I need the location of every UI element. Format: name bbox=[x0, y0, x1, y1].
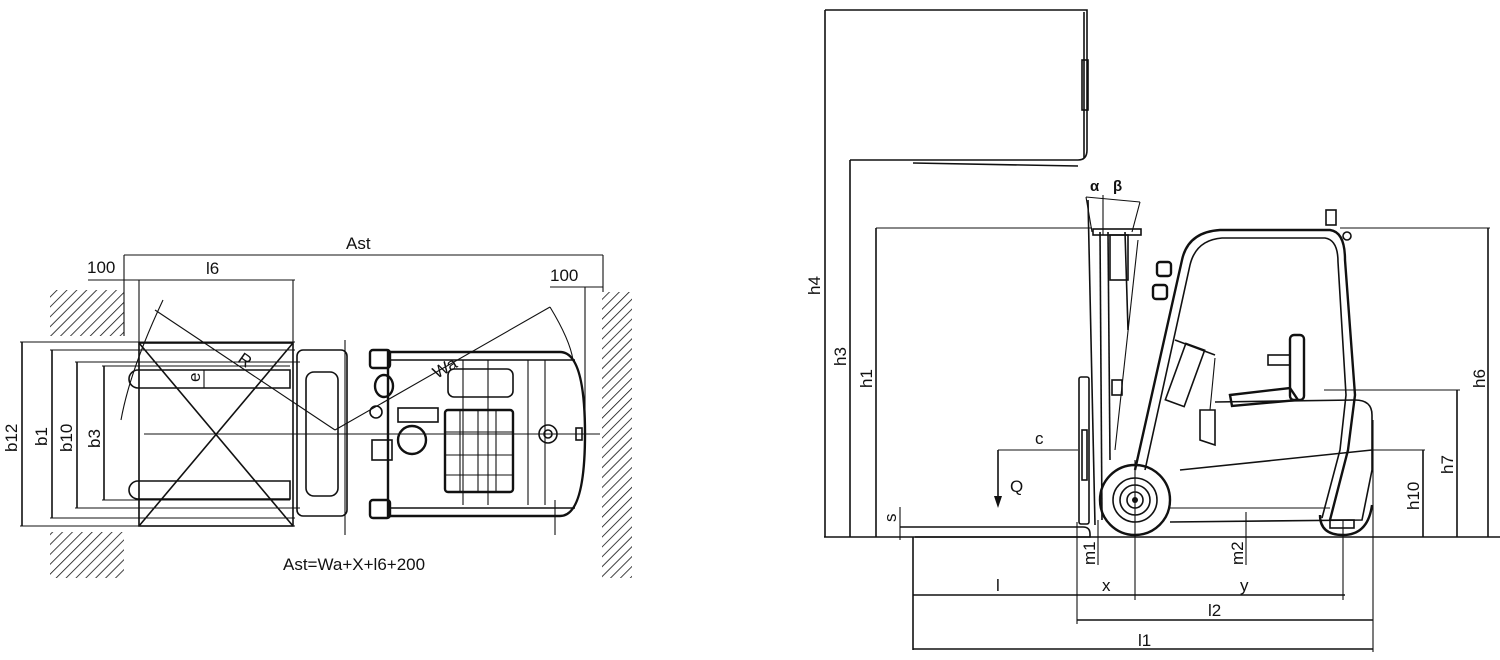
label-s: s bbox=[881, 514, 900, 523]
label-y: y bbox=[1240, 576, 1249, 595]
formula-ast: Ast=Wa+X+l6+200 bbox=[283, 555, 425, 574]
label-ast: Ast bbox=[346, 234, 371, 253]
label-m1: m1 bbox=[1080, 541, 1099, 565]
label-b3: b3 bbox=[85, 429, 104, 448]
label-beta: β bbox=[1113, 178, 1122, 195]
wall-bottom-left bbox=[50, 532, 124, 578]
label-h3: h3 bbox=[831, 347, 850, 366]
label-wa: Wa bbox=[429, 353, 461, 382]
label-h10: h10 bbox=[1404, 482, 1423, 510]
wall-right bbox=[602, 292, 632, 578]
label-h4: h4 bbox=[805, 276, 824, 295]
label-m2: m2 bbox=[1228, 541, 1247, 565]
label-e: e bbox=[185, 373, 204, 382]
label-q: Q bbox=[1010, 477, 1023, 496]
label-clearance-right: 100 bbox=[550, 266, 578, 285]
label-h6: h6 bbox=[1470, 369, 1489, 388]
truck-top-view bbox=[296, 340, 587, 535]
label-b1: b1 bbox=[32, 427, 51, 446]
label-l2: l2 bbox=[1208, 601, 1221, 620]
mast bbox=[1087, 199, 1142, 526]
truck-side-view bbox=[1098, 209, 1374, 600]
wall-top-left bbox=[50, 290, 124, 336]
label-b10: b10 bbox=[57, 424, 76, 452]
side-view: h4 h3 h1 α β c Q bbox=[805, 9, 1500, 652]
label-c: c bbox=[1035, 429, 1044, 448]
top-view: Ast 100 l6 100 b12 b1 b10 b3 bbox=[2, 234, 632, 578]
label-b12: b12 bbox=[2, 424, 21, 452]
label-h1: h1 bbox=[857, 369, 876, 388]
label-alpha: α bbox=[1090, 178, 1100, 195]
label-x: x bbox=[1102, 576, 1111, 595]
label-h7: h7 bbox=[1438, 455, 1457, 474]
label-l: l bbox=[996, 576, 1000, 595]
label-l1: l1 bbox=[1138, 631, 1151, 650]
label-clearance-left: 100 bbox=[87, 258, 115, 277]
label-r: R bbox=[234, 349, 255, 372]
label-l6: l6 bbox=[206, 259, 219, 278]
